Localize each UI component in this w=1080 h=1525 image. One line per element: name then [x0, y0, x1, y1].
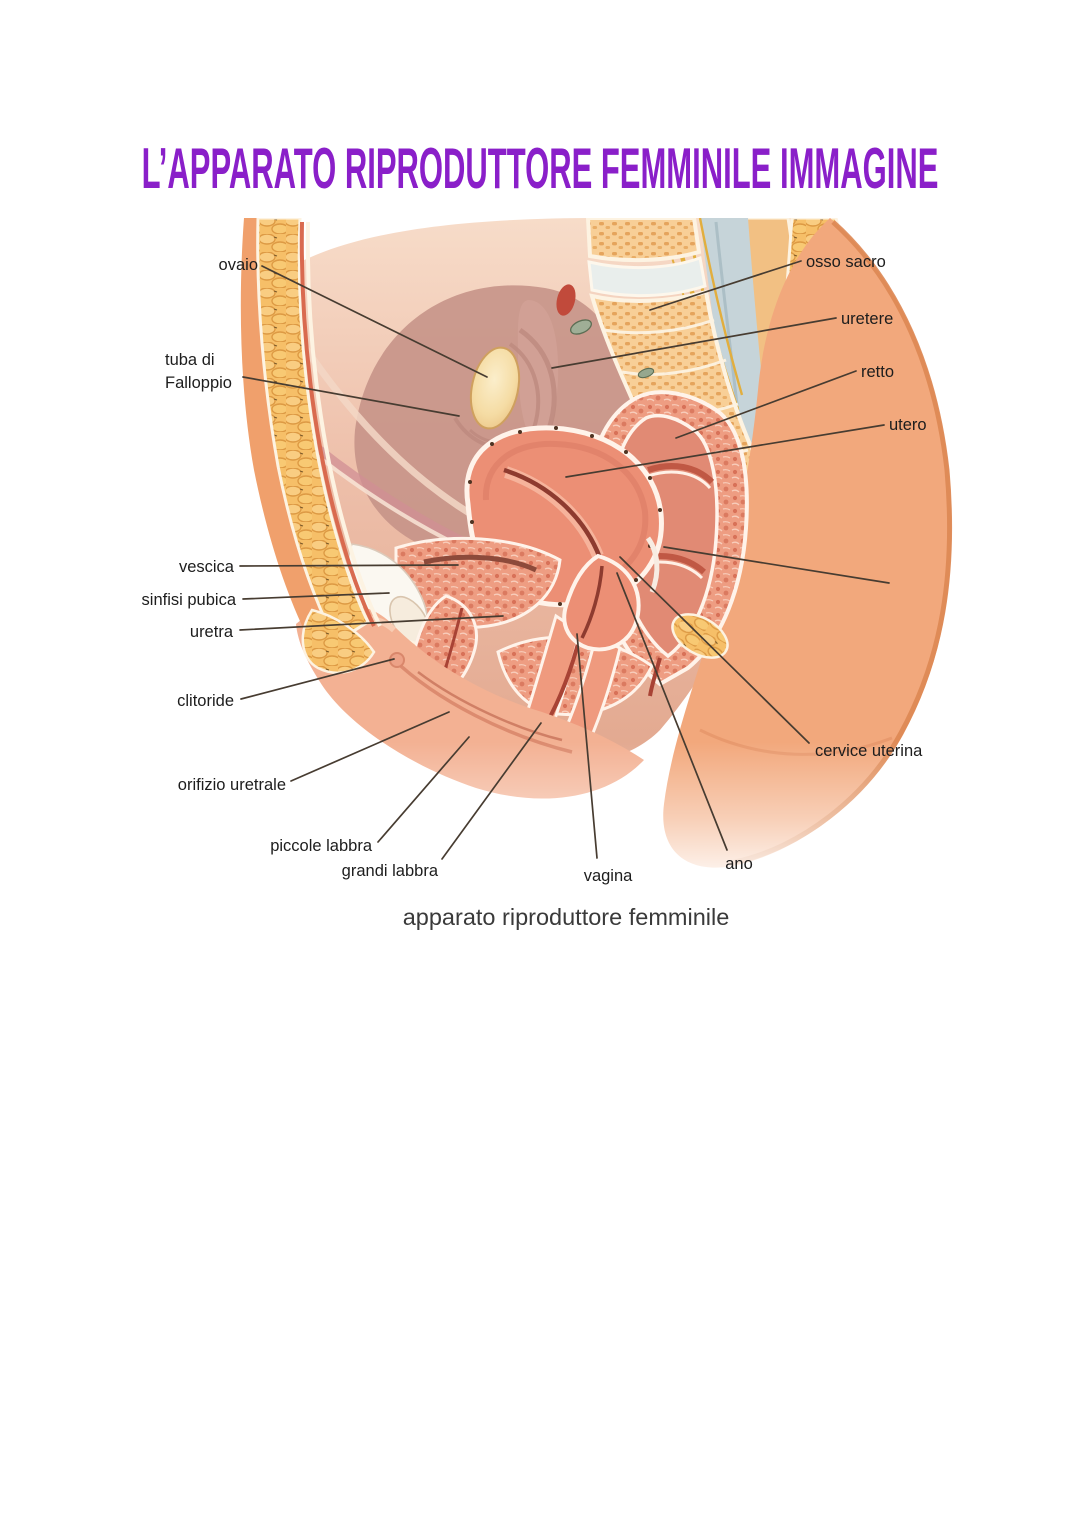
bottom-fade — [150, 742, 958, 910]
ureter-oval — [570, 319, 592, 335]
vertebra-L5 — [585, 218, 702, 263]
intervertebral-disc — [587, 255, 707, 298]
leader-unlabeled — [663, 546, 890, 584]
anal-canal — [648, 657, 662, 697]
illustration-body — [150, 218, 958, 910]
bladder-lumen-slit — [423, 554, 538, 573]
label-uretere: uretere — [841, 310, 893, 328]
leader-tuba-di-falloppio — [242, 376, 460, 417]
label-vescica: vescica — [179, 558, 235, 576]
label-ovaio: ovaio — [219, 256, 258, 274]
label-uretra: uretra — [190, 623, 234, 641]
leader-utero — [565, 424, 885, 478]
leader-grandi-labbra — [441, 722, 542, 860]
label-cervice-uterina: cervice uterina — [815, 742, 923, 760]
uterine-cavity-line — [503, 467, 603, 559]
label-retto: retto — [861, 363, 894, 381]
label-tuba-di-falloppio-line1: tuba di — [165, 351, 215, 369]
leader-ovaio — [261, 265, 488, 378]
label-vagina: vagina — [584, 867, 633, 885]
leader-uretra — [239, 615, 504, 631]
label-osso-sacro: osso sacro — [806, 253, 886, 271]
label-sinfisi-pubica: sinfisi pubica — [142, 591, 237, 609]
label-clitoride: clitoride — [177, 692, 234, 710]
ovary-shape — [469, 346, 521, 430]
uterus-muscle-shading — [482, 440, 649, 585]
leader-clitoride — [240, 658, 395, 700]
leader-sinfisi-pubica — [242, 592, 390, 600]
vessel-oval — [556, 284, 576, 316]
figure-labels: ovaio tuba di Falloppio osso sacro urete… — [142, 253, 927, 885]
leader-piccole-labbra — [377, 736, 470, 843]
leader-cervice-uterina — [619, 556, 810, 744]
label-ano: ano — [725, 855, 753, 873]
leader-retto — [675, 370, 857, 439]
leader-vagina — [576, 633, 598, 859]
leader-orifizio-uretrale — [290, 711, 450, 782]
label-piccole-labbra: piccole labbra — [270, 837, 373, 855]
ureter-oval-2 — [637, 367, 655, 379]
label-tuba-di-falloppio-line2: Falloppio — [165, 374, 232, 392]
labia-minora-fold — [417, 671, 563, 742]
abdominal-muscle-line — [299, 221, 376, 627]
label-utero: utero — [889, 416, 927, 434]
leader-uretere — [551, 317, 837, 369]
figure-caption: apparato riproduttore femminile — [403, 904, 730, 930]
leader-ano — [616, 572, 728, 851]
page-title: L’APPARATO RIPRODUTTORE FEMMINILE IMMAGI… — [141, 136, 939, 201]
buttock-skin — [663, 218, 952, 868]
leader-osso-sacro — [649, 260, 802, 311]
cervical-canal — [580, 565, 604, 639]
leader-vescica — [239, 564, 459, 567]
abdominal-inner-white — [305, 221, 382, 627]
label-orifizio-uretrale: orifizio uretrale — [178, 776, 286, 794]
vagina-structure — [524, 613, 622, 743]
posterior-fornix-fold — [645, 536, 660, 593]
leader-lines — [239, 260, 890, 860]
label-grandi-labbra: grandi labbra — [342, 862, 439, 880]
